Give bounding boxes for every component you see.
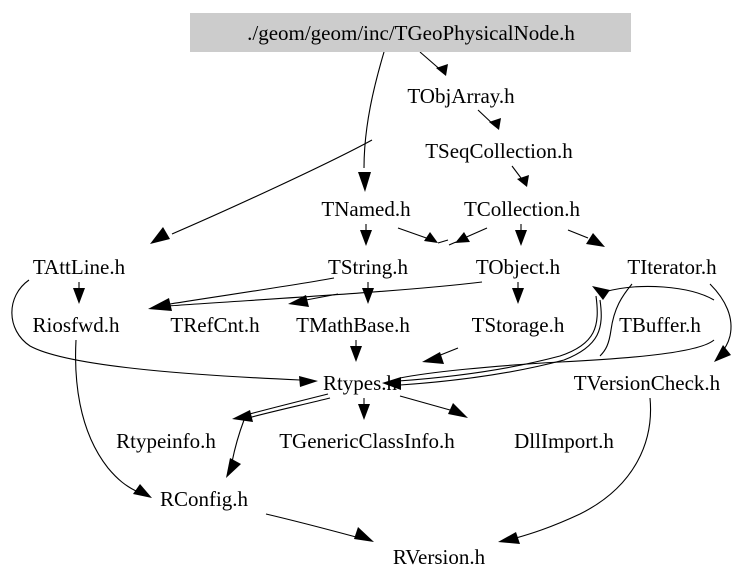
node-tversioncheck-label: TVersionCheck.h bbox=[574, 371, 721, 395]
edge-tobject-to-tstorage bbox=[512, 282, 524, 304]
graph-edges bbox=[11, 51, 732, 544]
node-tmathbase-label: TMathBase.h bbox=[296, 313, 410, 337]
edge-root-to-tattline bbox=[150, 139, 373, 244]
edge-tversion-to-rversion bbox=[498, 397, 652, 544]
edge-riosfwd-to-rconfig bbox=[75, 339, 152, 498]
node-trefcnt[interactable]: TRefCnt.h bbox=[170, 313, 260, 337]
node-riosfwd[interactable]: Riosfwd.h bbox=[33, 313, 120, 337]
edge-tattline-to-rtypes bbox=[11, 279, 318, 387]
node-rtypes[interactable]: Rtypes.h bbox=[323, 371, 398, 395]
edge-tobjarray-to-tseqcoll bbox=[477, 109, 501, 130]
edge-tobject-to-tmathbase-link bbox=[288, 293, 339, 307]
node-tbuffer[interactable]: TBuffer.h bbox=[619, 313, 701, 337]
edge-tmathbase-to-rtypes bbox=[350, 340, 362, 362]
node-tobject[interactable]: TObject.h bbox=[476, 255, 561, 279]
edge-tcollection-to-tstorage bbox=[515, 224, 527, 246]
node-tseqcollection-label: TSeqCollection.h bbox=[425, 139, 573, 163]
node-tnamed-label: TNamed.h bbox=[321, 197, 411, 221]
node-root[interactable]: ./geom/geom/inc/TGeoPhysicalNode.h bbox=[190, 13, 631, 52]
node-tstorage[interactable]: TStorage.h bbox=[472, 313, 565, 337]
node-root-label: ./geom/geom/inc/TGeoPhysicalNode.h bbox=[247, 21, 575, 45]
node-tcollection[interactable]: TCollection.h bbox=[464, 197, 581, 221]
edge-tbuffer-to-tversion bbox=[709, 283, 732, 362]
edge-tbuffer-to-rtypes bbox=[399, 339, 715, 379]
node-dllimport-label: DllImport.h bbox=[514, 429, 614, 453]
edge-root-to-tnamed bbox=[358, 51, 385, 192]
node-tobject-label: TObject.h bbox=[476, 255, 561, 279]
node-titerator-label: TIterator.h bbox=[627, 255, 717, 279]
edge-tcollection-to-tobject bbox=[448, 227, 488, 246]
edge-tseqcoll-to-tcollection bbox=[511, 165, 529, 187]
edge-tstring-to-tmathbase bbox=[362, 282, 374, 304]
node-tnamed[interactable]: TNamed.h bbox=[321, 197, 411, 221]
edge-rtypes-to-rconfig bbox=[226, 419, 245, 478]
edge-rtypes-to-rtypeinfo bbox=[232, 393, 331, 422]
node-titerator[interactable]: TIterator.h bbox=[627, 255, 717, 279]
node-tattline[interactable]: TAttLine.h bbox=[33, 255, 126, 279]
node-dllimport[interactable]: DllImport.h bbox=[514, 429, 614, 453]
node-tversioncheck[interactable]: TVersionCheck.h bbox=[574, 371, 721, 395]
edge-tstorage-to-rtypes bbox=[422, 347, 459, 364]
node-tcollection-label: TCollection.h bbox=[464, 197, 581, 221]
edge-rtypes-to-tgeneric bbox=[358, 398, 370, 420]
node-rconfig-label: RConfig.h bbox=[160, 487, 249, 511]
node-riosfwd-label: Riosfwd.h bbox=[33, 313, 120, 337]
edge-titerator-to-tbuffer bbox=[592, 283, 715, 357]
edge-root-to-tobjarray bbox=[419, 51, 448, 76]
node-tobjarray-label: TObjArray.h bbox=[407, 84, 515, 108]
node-rtypes-label: Rtypes.h bbox=[323, 371, 398, 395]
edge-tcollection-to-titerator bbox=[567, 229, 605, 247]
node-tseqcollection[interactable]: TSeqCollection.h bbox=[425, 139, 573, 163]
edge-tstring-to-trefcnt bbox=[148, 277, 335, 311]
node-rtypeinfo[interactable]: Rtypeinfo.h bbox=[116, 429, 216, 453]
node-tstring[interactable]: TString.h bbox=[328, 255, 408, 279]
edge-tattline-to-riosfwd bbox=[73, 282, 85, 304]
node-rversion[interactable]: RVersion.h bbox=[393, 545, 486, 569]
node-rtypeinfo-label: Rtypeinfo.h bbox=[116, 429, 216, 453]
node-tgenericclassinfo-label: TGenericClassInfo.h bbox=[279, 429, 455, 453]
graph-nodes: ./geom/geom/inc/TGeoPhysicalNode.h TObjA… bbox=[33, 13, 721, 569]
edge-tobject-to-trefcnt bbox=[167, 281, 483, 307]
node-rversion-label: RVersion.h bbox=[393, 545, 486, 569]
node-tstring-label: TString.h bbox=[328, 255, 408, 279]
node-tmathbase[interactable]: TMathBase.h bbox=[296, 313, 410, 337]
node-tstorage-label: TStorage.h bbox=[472, 313, 565, 337]
node-tgenericclassinfo[interactable]: TGenericClassInfo.h bbox=[279, 429, 455, 453]
node-tobjarray[interactable]: TObjArray.h bbox=[407, 84, 515, 108]
edge-rtypes-to-dllimport bbox=[399, 395, 468, 418]
edge-rconfig-to-rversion bbox=[265, 513, 374, 542]
edge-tnamed-to-tstring bbox=[360, 224, 372, 246]
node-rconfig[interactable]: RConfig.h bbox=[160, 487, 249, 511]
node-root-box bbox=[190, 13, 631, 52]
node-tattline-label: TAttLine.h bbox=[33, 255, 126, 279]
node-trefcnt-label: TRefCnt.h bbox=[170, 313, 260, 337]
edge-tnamed-to-tobject bbox=[397, 227, 449, 244]
node-tbuffer-label: TBuffer.h bbox=[619, 313, 701, 337]
